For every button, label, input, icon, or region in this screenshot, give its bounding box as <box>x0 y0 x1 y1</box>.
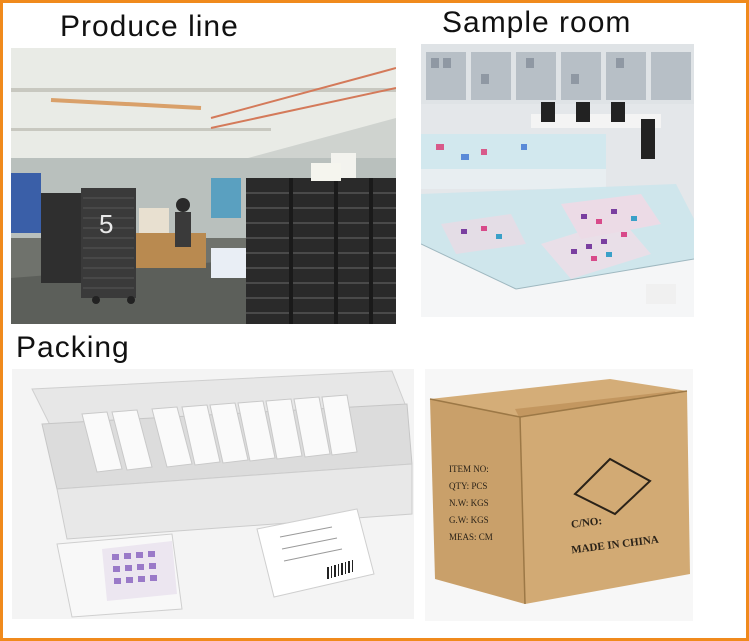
carton-mark-qty: QTY: PCS <box>449 481 488 491</box>
produce-line-title: Produce line <box>60 10 239 43</box>
carton-illustration <box>425 369 693 621</box>
carton-mark-nw: N.W: KGS <box>449 498 489 508</box>
carton-mark-gw: G.W: KGS <box>449 515 489 525</box>
produce-line-photo: 5 <box>11 48 396 324</box>
showroom-illustration <box>421 44 694 317</box>
sample-room-photo <box>421 44 694 317</box>
carton-photo: ITEM NO: QTY: PCS N.W: KGS G.W: KGS MEAS… <box>425 369 693 621</box>
gift-box-illustration <box>12 369 414 619</box>
carton-shipping-marks: ITEM NO: QTY: PCS N.W: KGS G.W: KGS MEAS… <box>449 461 493 546</box>
factory-illustration: 5 <box>11 48 396 324</box>
carton-mark-item: ITEM NO: <box>449 464 489 474</box>
sample-room-title: Sample room <box>442 6 632 39</box>
packing-title: Packing <box>16 331 130 364</box>
rack-number: 5 <box>99 209 113 239</box>
carton-mark-meas: MEAS: CM <box>449 532 493 542</box>
packing-photo <box>12 369 414 619</box>
